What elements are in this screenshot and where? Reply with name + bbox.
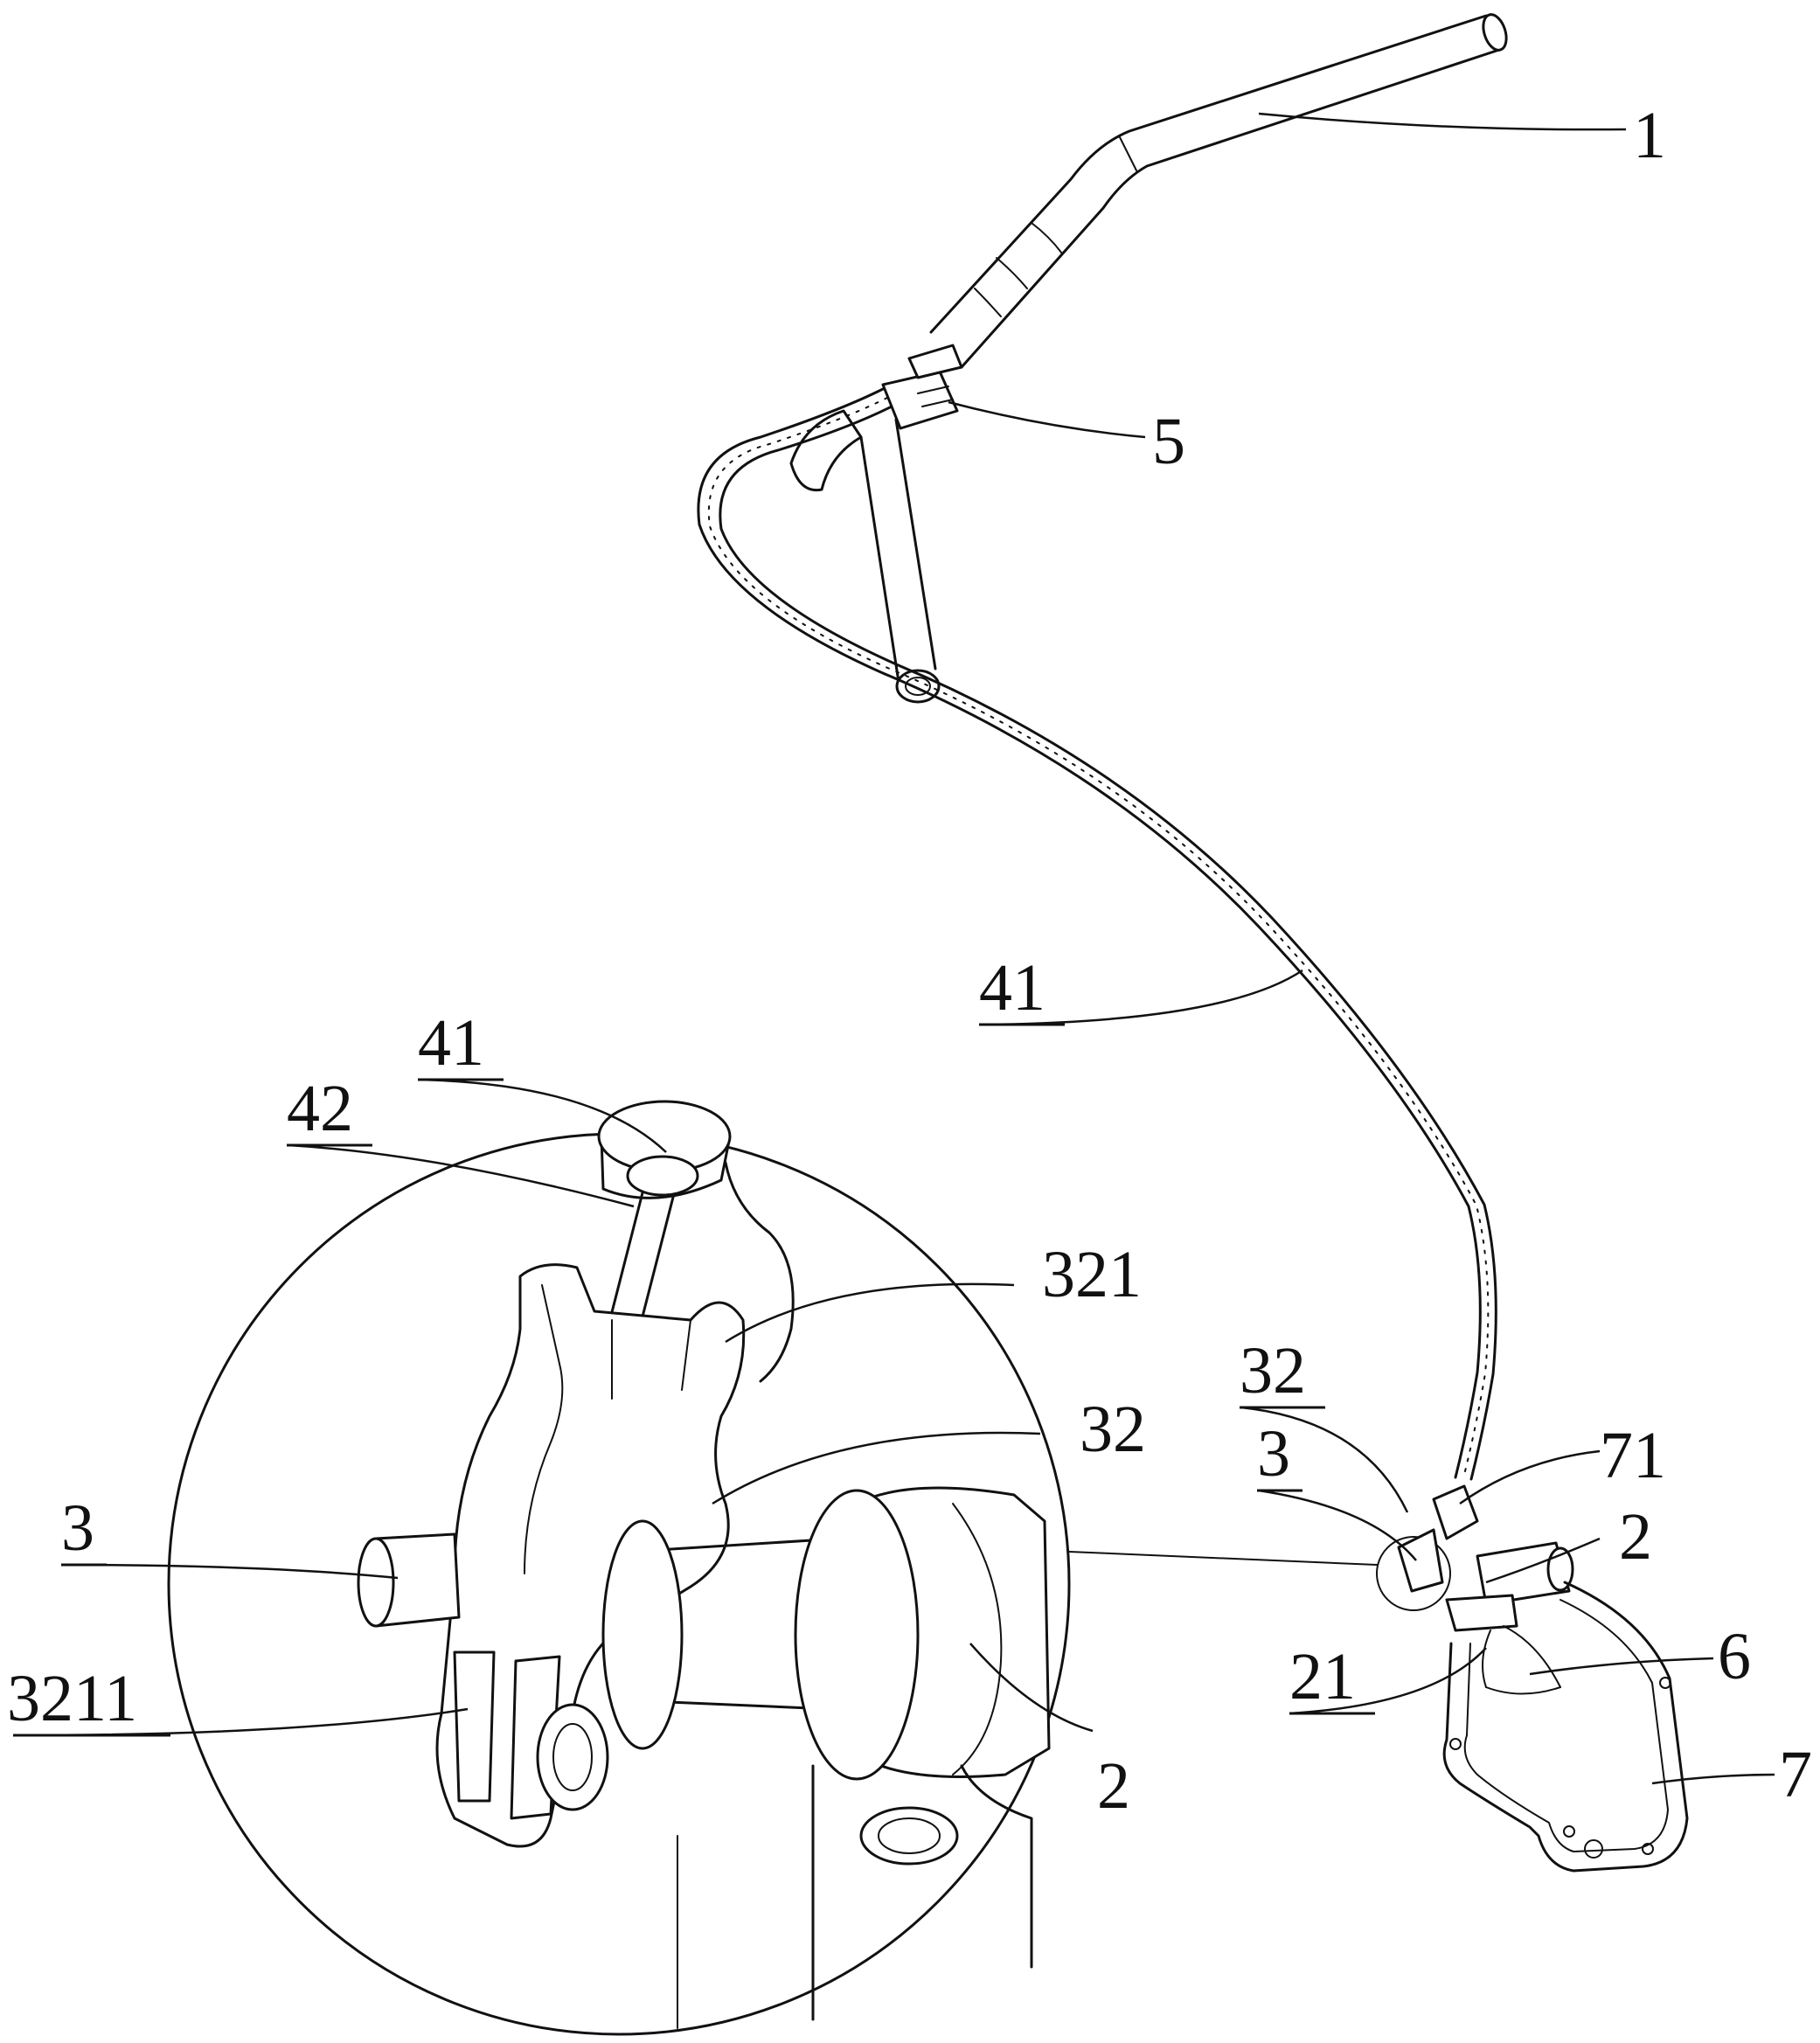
label-2-small: 2 (1619, 1500, 1652, 1574)
label-2-detail: 2 (1097, 1749, 1130, 1823)
label-41-detail: 41 (418, 1006, 484, 1080)
label-3211: 3211 (7, 1662, 137, 1735)
detail-view (169, 1101, 1377, 2034)
label-3-detail: 3 (61, 1491, 94, 1565)
label-321: 321 (1042, 1238, 1142, 1311)
label-7: 7 (1779, 1738, 1812, 1811)
cable-41 (698, 389, 1496, 1479)
label-32-detail: 32 (1080, 1393, 1146, 1466)
label-71: 71 (1600, 1419, 1666, 1492)
label-3-small: 3 (1257, 1417, 1290, 1491)
label-5: 5 (1152, 405, 1185, 478)
label-21: 21 (1289, 1640, 1356, 1713)
tube-part-1 (931, 11, 1511, 367)
label-42: 42 (287, 1072, 353, 1145)
label-32-small: 32 (1240, 1334, 1306, 1407)
right-assembly (1377, 1486, 1573, 1694)
hanging-rod (861, 420, 939, 702)
label-6: 6 (1718, 1620, 1751, 1693)
label-41-main: 41 (979, 951, 1045, 1025)
label-1: 1 (1633, 99, 1666, 172)
